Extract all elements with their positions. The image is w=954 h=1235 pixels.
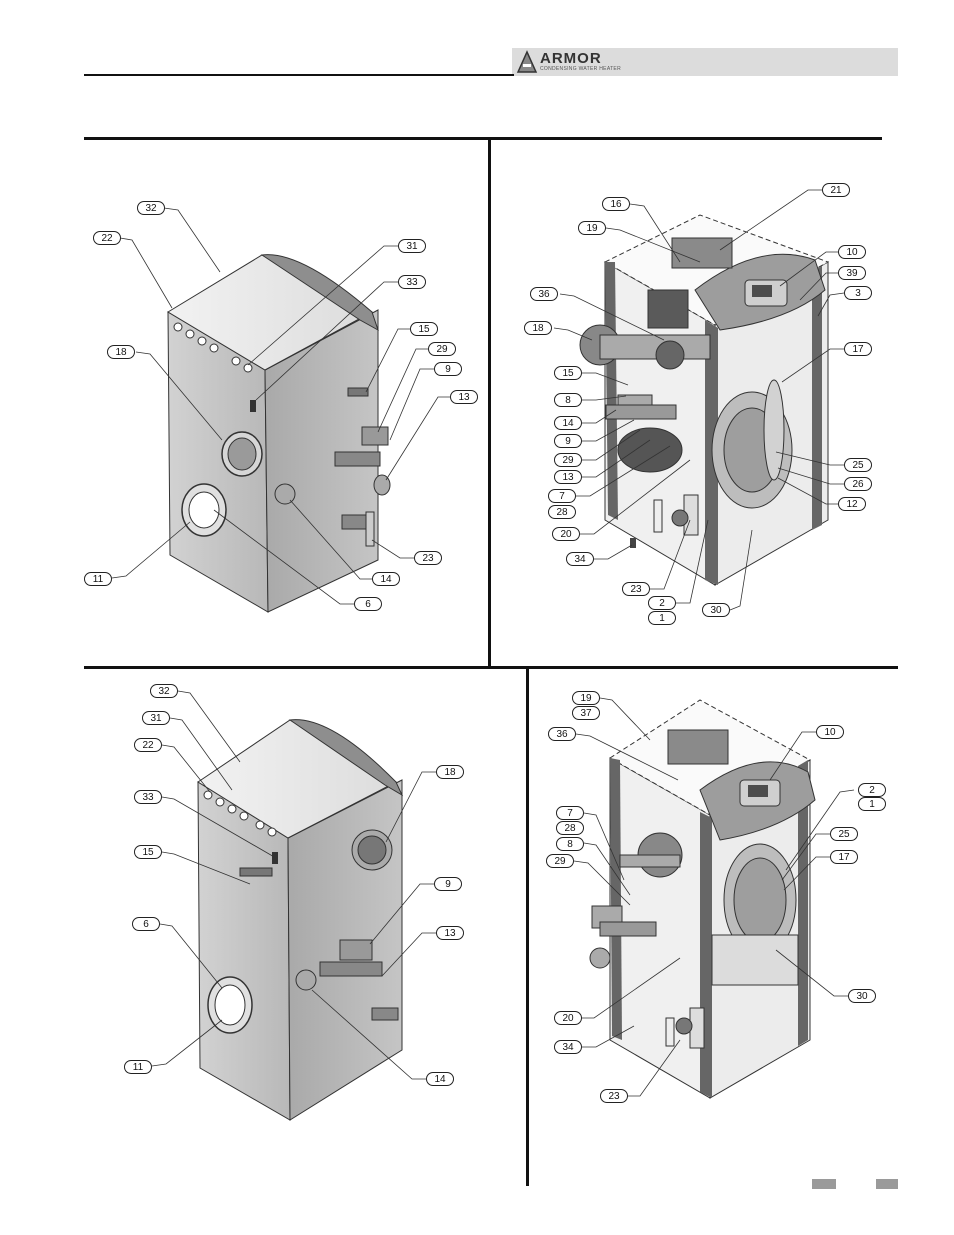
callout-18b: 18 (524, 321, 552, 335)
callout-29d: 29 (546, 854, 574, 868)
callout-29: 29 (428, 342, 456, 356)
callout-8: 8 (554, 393, 582, 407)
callout-3: 3 (844, 286, 872, 300)
unit-front-view-1 (579, 214, 830, 586)
callout-19d: 19 (572, 691, 600, 705)
callout-25: 25 (844, 458, 872, 472)
callout-39: 39 (838, 266, 866, 280)
callout-10d: 10 (816, 725, 844, 739)
callout-33: 33 (398, 275, 426, 289)
callout-29b: 29 (554, 453, 582, 467)
callout-19: 19 (578, 221, 606, 235)
callout-13c: 13 (436, 926, 464, 940)
callout-31c: 31 (142, 711, 170, 725)
callout-7d: 7 (556, 806, 584, 820)
callout-16: 16 (602, 197, 630, 211)
callout-34d: 34 (554, 1040, 582, 1054)
callout-28: 28 (548, 505, 576, 519)
unit-rear-view-2 (197, 719, 404, 1121)
callout-32c: 32 (150, 684, 178, 698)
callout-2d: 2 (858, 783, 886, 797)
callout-10: 10 (838, 245, 866, 259)
callout-17: 17 (844, 342, 872, 356)
callout-13: 13 (450, 390, 478, 404)
callout-31: 31 (398, 239, 426, 253)
callout-28d: 28 (556, 821, 584, 835)
leaders-top-right (553, 189, 845, 611)
callout-2: 2 (648, 596, 676, 610)
leaders-bottom-right (573, 697, 855, 1097)
callout-1: 1 (648, 611, 676, 625)
callout-36d: 36 (548, 727, 576, 741)
callout-6: 6 (354, 597, 382, 611)
callout-9c: 9 (434, 877, 462, 891)
callout-23b: 23 (622, 582, 650, 596)
callout-17d: 17 (830, 850, 858, 864)
callout-7: 7 (548, 489, 576, 503)
unit-rear-view-1 (167, 254, 391, 613)
callout-9: 9 (434, 362, 462, 376)
callout-20: 20 (552, 527, 580, 541)
callout-8d: 8 (556, 837, 584, 851)
callout-30: 30 (702, 603, 730, 617)
callout-33c: 33 (134, 790, 162, 804)
footer-tab-right (876, 1179, 898, 1189)
top-rule (84, 137, 882, 140)
callout-25d: 25 (830, 827, 858, 841)
callout-18: 18 (107, 345, 135, 359)
unit-front-view-2 (589, 699, 816, 1099)
header-rule (84, 74, 514, 76)
callout-37: 37 (572, 706, 600, 720)
leaders-bottom-left (151, 690, 436, 1080)
callout-22c: 22 (134, 738, 162, 752)
callout-15: 15 (410, 322, 438, 336)
callout-1d: 1 (858, 797, 886, 811)
callout-14: 14 (372, 572, 400, 586)
callout-11c: 11 (124, 1060, 152, 1074)
callout-15b: 15 (554, 366, 582, 380)
callout-9b: 9 (554, 434, 582, 448)
footer-tab-left (812, 1179, 836, 1189)
logo-text: ARMOR (540, 50, 602, 67)
callout-18c: 18 (436, 765, 464, 779)
callout-26: 26 (844, 477, 872, 491)
header-band (512, 48, 898, 76)
callout-13b: 13 (554, 470, 582, 484)
callout-14c: 14 (426, 1072, 454, 1086)
callout-14b: 14 (554, 416, 582, 430)
callout-20d: 20 (554, 1011, 582, 1025)
middle-rule (84, 666, 898, 669)
lower-divider (526, 666, 529, 1186)
callout-22: 22 (93, 231, 121, 245)
callout-6c: 6 (132, 917, 160, 931)
callout-23: 23 (414, 551, 442, 565)
callout-34: 34 (566, 552, 594, 566)
callout-21: 21 (822, 183, 850, 197)
upper-divider (488, 137, 491, 667)
leaders-top-left (111, 207, 450, 605)
callout-32: 32 (137, 201, 165, 215)
callout-30d: 30 (848, 989, 876, 1003)
logo-subtitle: CONDENSING WATER HEATER (540, 66, 621, 72)
callout-23d: 23 (600, 1089, 628, 1103)
callout-12: 12 (838, 497, 866, 511)
armor-logo-icon (516, 50, 538, 73)
callout-11: 11 (84, 572, 112, 586)
callout-36: 36 (530, 287, 558, 301)
callout-15c: 15 (134, 845, 162, 859)
